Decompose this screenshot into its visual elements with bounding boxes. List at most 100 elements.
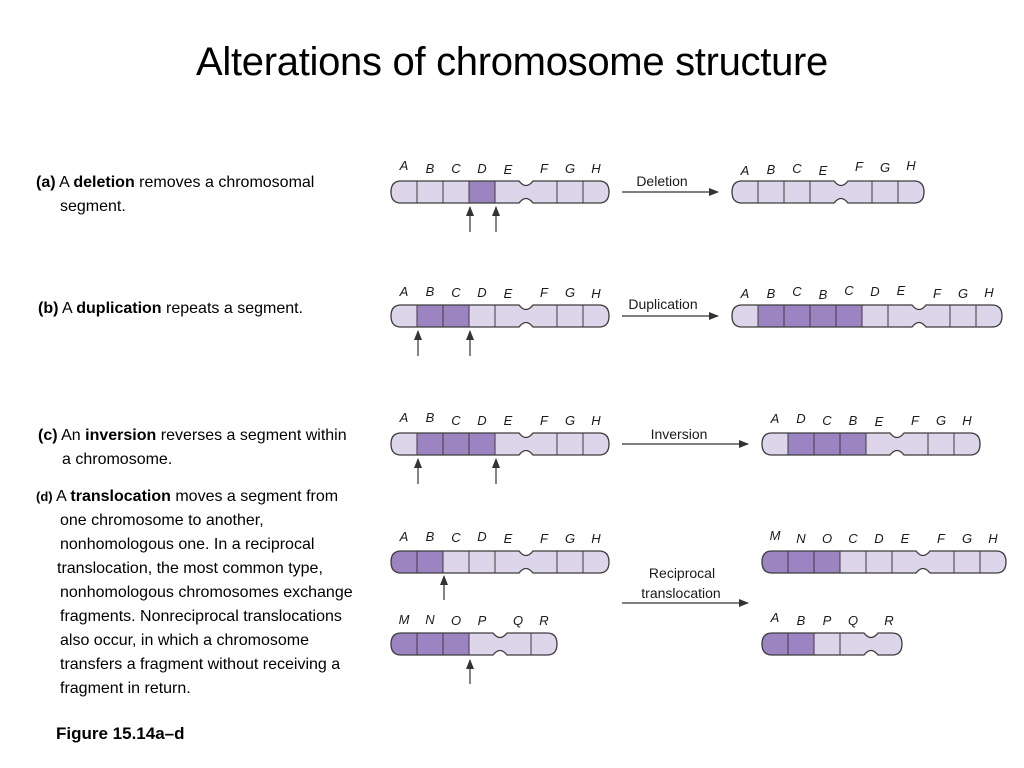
- gene-label: G: [565, 161, 575, 176]
- chromosome-outline: [731, 180, 925, 204]
- gene-segment: [872, 181, 898, 203]
- gene-segment: [583, 305, 609, 327]
- centromere: [520, 181, 532, 203]
- gene-label: E: [504, 531, 513, 546]
- gene-label: G: [565, 531, 575, 546]
- gene-label: A: [399, 529, 409, 544]
- gene-segment: [784, 181, 810, 203]
- panel-a-letter: (a): [36, 174, 56, 191]
- gene-label: E: [897, 283, 906, 298]
- gene-label: E: [901, 531, 910, 546]
- gene-label: O: [451, 613, 461, 628]
- duplication-arrow-label: Duplication: [628, 296, 697, 312]
- gene-segment: [866, 433, 892, 455]
- gene-label: A: [399, 158, 409, 173]
- chromosome-outline: [390, 432, 610, 456]
- gene-segment: [391, 433, 417, 455]
- gene-label: G: [962, 531, 972, 546]
- gene-label: C: [451, 413, 461, 428]
- centromere: [865, 633, 877, 655]
- gene-segment: [788, 433, 814, 455]
- gene-segment: [557, 551, 583, 573]
- gene-label: C: [792, 284, 802, 299]
- gene-label: B: [767, 286, 776, 301]
- gene-label: E: [819, 163, 828, 178]
- gene-label: H: [962, 413, 972, 428]
- inversion-arrow-label: Inversion: [651, 426, 708, 442]
- gene-segment: [557, 305, 583, 327]
- gene-label: F: [540, 285, 549, 300]
- gene-segment: [924, 305, 950, 327]
- gene-segment: [866, 551, 892, 573]
- gene-segment: [788, 551, 814, 573]
- gene-segment: [417, 305, 443, 327]
- gene-segment: [840, 633, 866, 655]
- gene-segment: [814, 551, 840, 573]
- gene-label: E: [875, 414, 884, 429]
- gene-segment: [928, 433, 954, 455]
- gene-segment: [840, 433, 866, 455]
- gene-label: B: [426, 410, 435, 425]
- deletion-description: (a) A deletion removes a chromosomal seg…: [36, 171, 314, 219]
- gene-label: A: [399, 410, 409, 425]
- gene-segment: [531, 551, 557, 573]
- gene-label: C: [822, 413, 832, 428]
- gene-label: H: [591, 286, 601, 301]
- gene-label: N: [425, 612, 435, 627]
- gene-label: C: [451, 161, 461, 176]
- panel-d-line: nonhomologous chromosomes exchange: [60, 584, 353, 601]
- centromere: [494, 633, 506, 655]
- gene-label: F: [937, 531, 946, 546]
- gene-segment: [495, 305, 521, 327]
- gene-segment: [876, 633, 902, 655]
- gene-label: C: [451, 285, 461, 300]
- gene-segment: [840, 551, 866, 573]
- gene-segment: [417, 433, 443, 455]
- gene-segment: [980, 551, 1006, 573]
- chromosome-outline: [761, 632, 903, 656]
- gene-segment: [976, 305, 1002, 327]
- gene-segment: [732, 181, 758, 203]
- gene-segment: [505, 633, 531, 655]
- gene-label: C: [848, 531, 858, 546]
- arrows-layer: Deletion Duplication Inversion Reciproca…: [414, 173, 749, 684]
- gene-label: A: [399, 284, 409, 299]
- gene-label: H: [591, 413, 601, 428]
- gene-label: E: [504, 286, 513, 301]
- panel-d-line: transfers a fragment without receiving a: [60, 656, 341, 673]
- gene-segment: [531, 181, 557, 203]
- gene-label: B: [849, 413, 858, 428]
- gene-segment: [732, 305, 758, 327]
- gene-segment: [557, 181, 583, 203]
- gene-label: O: [822, 531, 832, 546]
- inversion-term: inversion: [85, 427, 157, 444]
- gene-label: Q: [848, 613, 858, 628]
- gene-segment: [495, 181, 521, 203]
- panel-a-lead: A: [59, 174, 69, 191]
- gene-segment: [469, 633, 495, 655]
- gene-segment: [862, 305, 888, 327]
- gene-label: M: [770, 528, 781, 543]
- gene-label: D: [874, 531, 883, 546]
- gene-segment: [391, 181, 417, 203]
- gene-label: H: [984, 285, 994, 300]
- deletion-term: deletion: [73, 174, 135, 191]
- gene-label: C: [844, 283, 854, 298]
- gene-segment: [443, 633, 469, 655]
- gene-label: F: [855, 159, 864, 174]
- panel-d-line: fragments. Nonreciprocal translocations: [60, 608, 342, 625]
- gene-label: A: [740, 163, 750, 178]
- gene-segment: [902, 433, 928, 455]
- gene-label: P: [823, 613, 832, 628]
- gene-label: G: [958, 286, 968, 301]
- gene-segment: [762, 633, 788, 655]
- gene-label: H: [988, 531, 998, 546]
- gene-segment: [898, 181, 924, 203]
- gene-segment: [762, 551, 788, 573]
